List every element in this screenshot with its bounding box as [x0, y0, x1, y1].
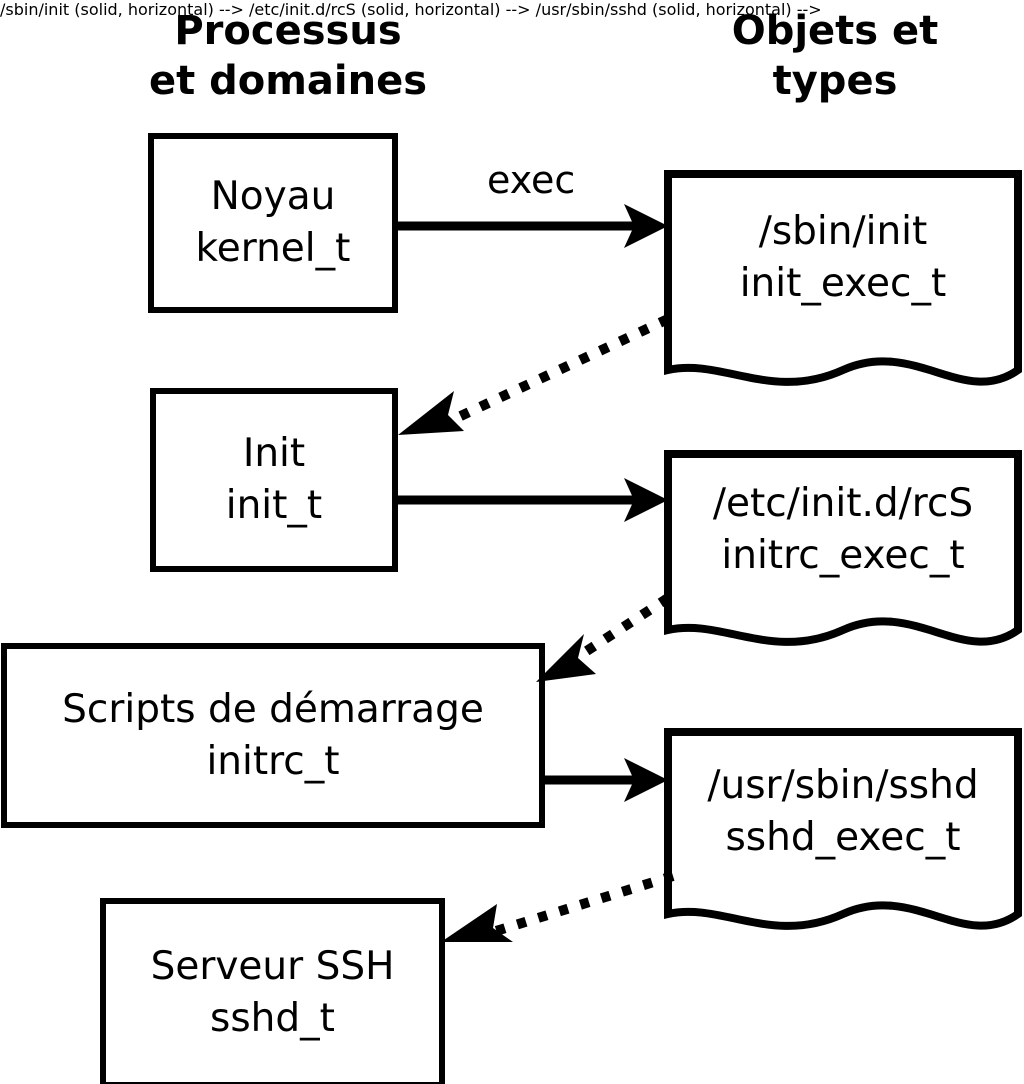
process-box-init[interactable]: Init init_t: [150, 388, 398, 572]
process-box-initrc-line2: initrc_t: [206, 738, 340, 784]
document-shape-icon: [664, 728, 1022, 930]
edge-sshd-exec-to-sshd: [435, 862, 685, 962]
edge-init-to-initrc-exec: [392, 474, 682, 530]
column-title-processes: Processus et domaines: [148, 8, 428, 104]
process-box-sshd-line2: sshd_t: [210, 996, 335, 1041]
document-shape-icon: [664, 450, 1022, 646]
process-box-kernel-line2: kernel_t: [195, 226, 351, 271]
object-doc-sshd-exec[interactable]: /usr/sbin/sshd sshd_exec_t: [664, 728, 1022, 946]
document-shape-icon: [664, 170, 1022, 386]
process-box-init-line1: Init: [242, 431, 306, 476]
column-title-objects: Objets et types: [731, 8, 939, 104]
edge-kernel-to-init-exec: [392, 200, 682, 260]
edge-initrc-to-sshd-exec: [540, 754, 682, 810]
process-box-initrc-line1: Scripts de démarrage: [62, 686, 484, 732]
process-box-kernel-line1: Noyau: [210, 174, 336, 219]
process-box-sshd-line1: Serveur SSH: [150, 944, 395, 989]
edge-initrc-exec-to-initrc: [530, 588, 680, 698]
process-box-initrc[interactable]: Scripts de démarrage initrc_t: [1, 643, 545, 828]
edge-init-exec-to-init: [390, 305, 680, 450]
process-box-sshd[interactable]: Serveur SSH sshd_t: [100, 898, 445, 1084]
object-doc-initrc-exec[interactable]: /etc/init.d/rcS initrc_exec_t: [664, 450, 1022, 662]
process-box-init-line2: init_t: [225, 483, 323, 528]
edge-label-exec: exec: [487, 158, 576, 202]
object-doc-init-exec[interactable]: /sbin/init init_exec_t: [664, 170, 1022, 402]
process-box-kernel[interactable]: Noyau kernel_t: [148, 133, 398, 313]
